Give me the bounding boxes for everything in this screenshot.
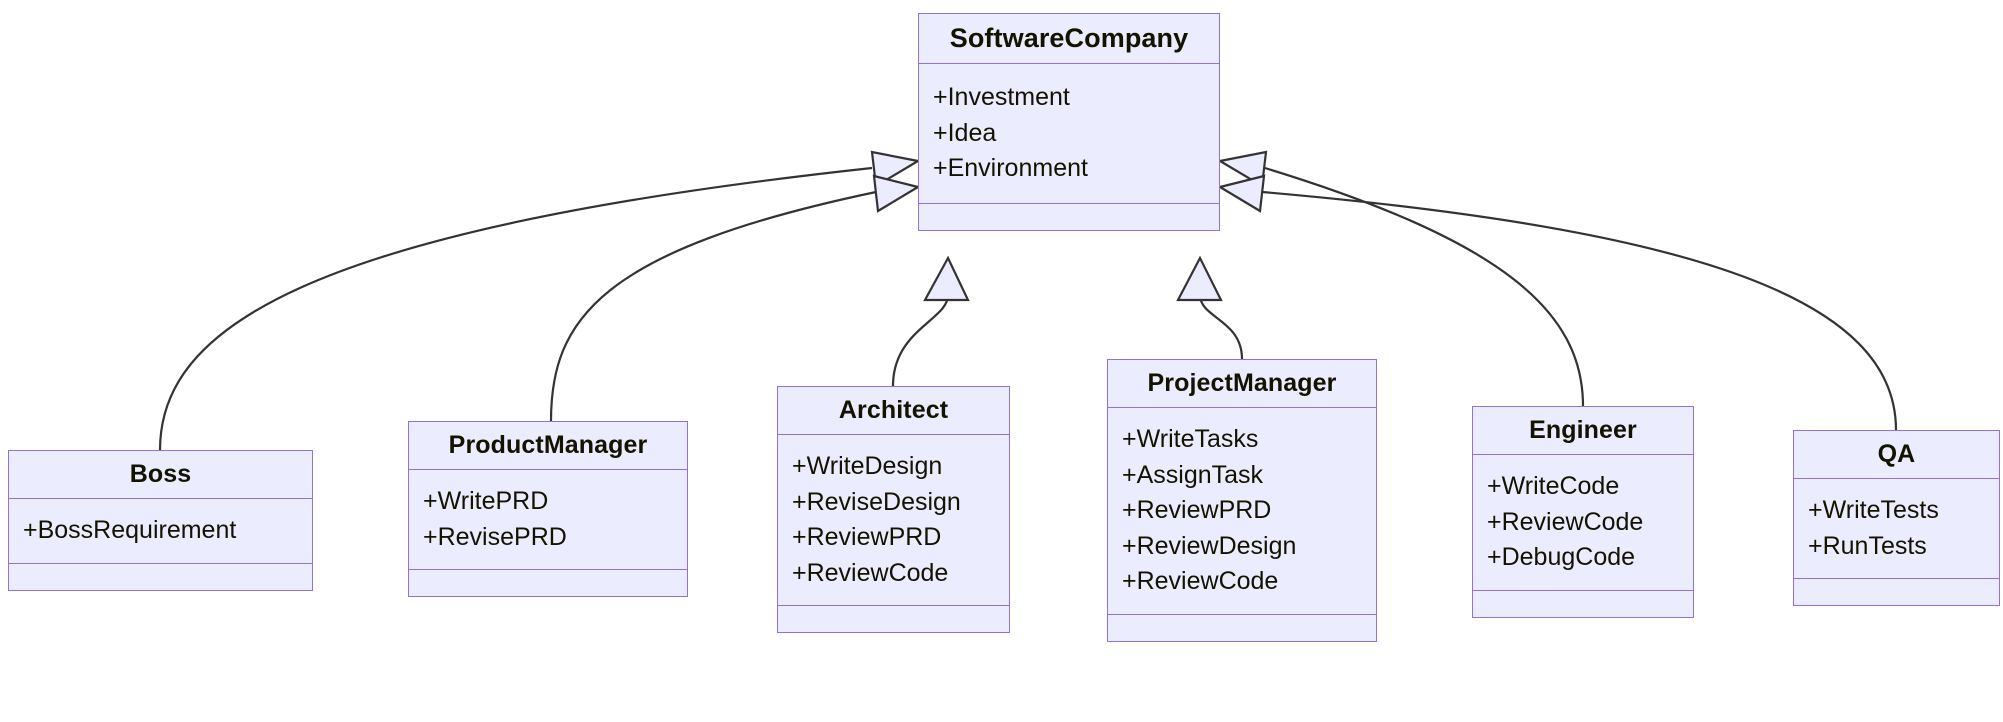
class-divider [9, 562, 312, 564]
edge-projectmanager-to-softwarecompany [1176, 255, 1244, 360]
class-attributes-softwarecompany: +Investment +Idea +Environment [919, 64, 1219, 203]
edge-architect-to-softwarecompany [891, 255, 970, 387]
class-attributes-qa: +WriteTests +RunTests [1794, 479, 1999, 578]
class-attribute: +RevisePRD [423, 522, 567, 551]
class-title-boss: Boss [129, 460, 192, 488]
class-divider [778, 605, 1009, 606]
class-attribute: +WriteTests [1808, 496, 1939, 524]
class-divider [919, 202, 1219, 204]
class-methods-productmanager [409, 570, 687, 596]
class-title-qa: QA [1877, 440, 1916, 468]
class-methods-qa [1794, 579, 1999, 605]
class-attribute: +DebugCode [1487, 543, 1636, 571]
class-attribute: +AssignTask [1122, 460, 1264, 489]
class-attribute: +ReviewPRD [792, 523, 942, 551]
class-divider [409, 469, 687, 470]
class-box-softwarecompany[interactable]: SoftwareCompany +Investment +Idea +Envir… [918, 13, 1220, 231]
class-attribute: +Idea [933, 118, 997, 147]
class-attribute: +ReviewCode [1487, 507, 1644, 536]
class-attribute: +WriteTasks [1122, 425, 1259, 453]
class-methods-projectmanager [1108, 615, 1376, 641]
class-divider [778, 434, 1009, 435]
class-attribute: +ReviewDesign [1122, 531, 1297, 560]
class-attribute: +BossRequirement [23, 516, 237, 544]
class-attribute: +WriteDesign [792, 452, 943, 480]
class-attribute: +ReviewPRD [1122, 496, 1272, 524]
class-divider [1108, 407, 1376, 408]
class-attribute: +ReviewCode [1122, 567, 1279, 595]
class-divider [9, 498, 312, 499]
class-box-engineer[interactable]: Engineer +WriteCode +ReviewCode +DebugCo… [1472, 406, 1694, 618]
class-methods-engineer [1473, 591, 1693, 617]
class-divider [1473, 589, 1693, 591]
class-attributes-engineer: +WriteCode +ReviewCode +DebugCode [1473, 455, 1693, 590]
class-box-qa[interactable]: QA +WriteTests +RunTests [1793, 430, 2000, 606]
class-methods-boss [9, 564, 312, 590]
class-attribute: +WritePRD [423, 487, 549, 515]
class-attribute: +Investment [933, 83, 1070, 111]
class-attributes-architect: +WriteDesign +ReviseDesign +ReviewPRD +R… [778, 435, 1009, 605]
class-divider [409, 569, 687, 570]
class-divider [1794, 578, 1999, 579]
class-title-architect: Architect [838, 396, 949, 424]
class-divider [1473, 454, 1693, 455]
class-divider [1794, 478, 1999, 479]
class-box-productmanager[interactable]: ProductManager +WritePRD +RevisePRD [408, 421, 688, 597]
edge-productmanager-to-softwarecompany [549, 174, 921, 422]
class-box-projectmanager[interactable]: ProjectManager +WriteTasks +AssignTask +… [1107, 359, 1377, 642]
class-divider [919, 63, 1219, 64]
class-title-engineer: Engineer [1529, 416, 1637, 444]
class-attribute: +ReviewCode [792, 558, 949, 587]
class-attribute: +ReviseDesign [792, 487, 961, 516]
class-divider [1108, 613, 1376, 615]
class-attribute: +Environment [933, 154, 1088, 182]
class-attribute: +WriteCode [1487, 472, 1620, 500]
class-attributes-boss: +BossRequirement [9, 499, 312, 563]
class-title-productmanager: ProductManager [448, 431, 648, 459]
class-attributes-projectmanager: +WriteTasks +AssignTask +ReviewPRD +Revi… [1108, 408, 1376, 614]
class-title-softwarecompany: SoftwareCompany [949, 23, 1189, 53]
class-methods-architect [778, 606, 1009, 632]
class-methods-softwarecompany [919, 204, 1219, 230]
class-box-architect[interactable]: Architect +WriteDesign +ReviseDesign +Re… [777, 386, 1010, 633]
class-box-boss[interactable]: Boss +BossRequirement [8, 450, 313, 591]
class-attribute: +RunTests [1808, 531, 1927, 560]
class-attributes-productmanager: +WritePRD +RevisePRD [409, 470, 687, 569]
class-title-projectmanager: ProjectManager [1147, 369, 1337, 397]
